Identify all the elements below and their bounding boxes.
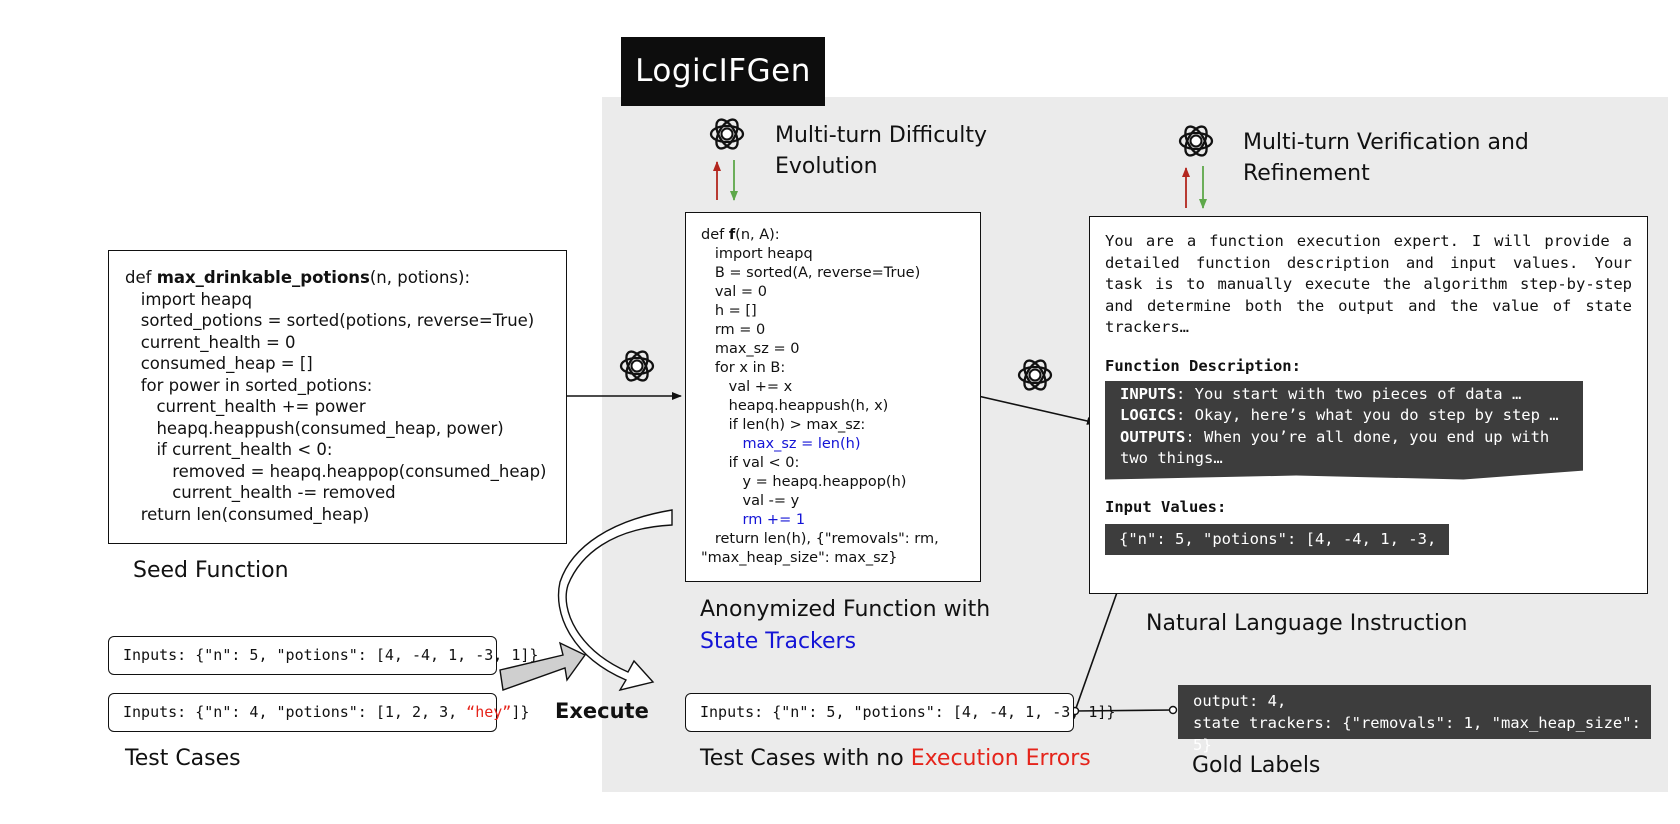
input-values-heading: Input Values: xyxy=(1105,497,1227,516)
test-case-2: Inputs: {"n": 4, "potions": [1, 2, 3, “h… xyxy=(108,693,529,732)
code-line: consumed_heap = [] xyxy=(125,354,313,373)
code-line: val -= y xyxy=(701,493,800,509)
code-line: import heapq xyxy=(701,246,813,262)
code-line: heapq.heappush(h, x) xyxy=(701,398,889,414)
code-line: for x in B: xyxy=(701,360,786,376)
code-line: removed = heapq.heappop(consumed_heap) xyxy=(125,461,547,481)
instruction-intro: You are a function execution expert. I w… xyxy=(1105,232,1632,336)
test-to-gold-line xyxy=(1074,709,1174,712)
execute-block-arrow xyxy=(499,641,587,691)
code-line: for power in sorted_potions: xyxy=(125,375,373,395)
function-description-heading: Function Description: xyxy=(1105,356,1301,375)
code-line: val = 0 xyxy=(701,284,767,300)
code-line: h = [] xyxy=(701,303,757,319)
code-line: val += x xyxy=(701,379,793,395)
input-values-block: {"n": 5, "potions": [4, -4, 1, -3, 1]} xyxy=(1105,523,1449,579)
execute-label: Execute xyxy=(555,699,649,723)
code-line: if val < 0: xyxy=(701,455,800,471)
invalid-input-highlight: “hey” xyxy=(466,703,512,721)
function-description-block: INPUTS: You start with two pieces of dat… xyxy=(1105,380,1583,480)
code-line: return len(h), {"removals": rm, xyxy=(701,531,939,547)
test-cases-caption: Test Cases xyxy=(125,746,241,771)
seed-function-box: def max_drinkable_potions(n, potions): i… xyxy=(108,250,567,544)
execute-curved-arrow xyxy=(557,509,673,692)
code-line: import heapq xyxy=(125,289,253,309)
code-line: current_health -= removed xyxy=(125,483,396,502)
logicifgen-title: LogicIFGen xyxy=(621,37,825,106)
code-line: current_health = 0 xyxy=(125,332,296,352)
openai-logo-icon xyxy=(619,346,655,386)
instruction-caption: Natural Language Instruction xyxy=(1146,611,1468,636)
gold-labels-block: output: 4,state trackers: {"removals": 1… xyxy=(1178,685,1651,754)
gold-labels-caption: Gold Labels xyxy=(1192,753,1321,778)
code-line: max_sz = len(h) xyxy=(701,436,861,452)
code-line: if len(h) > max_sz: xyxy=(701,417,866,433)
code-line: B = sorted(A, reverse=True) xyxy=(701,265,921,281)
code-line: def f(n, A): xyxy=(701,227,780,243)
anon-to-instruction-arrow xyxy=(977,395,1097,425)
code-line: max_sz = 0 xyxy=(701,341,800,357)
test-case-1: Inputs: {"n": 5, "potions": [4, -4, 1, -… xyxy=(108,636,538,675)
code-line: heapq.heappush(consumed_heap, power) xyxy=(125,418,504,438)
code-line: rm += 1 xyxy=(701,512,806,528)
code-line: def max_drinkable_potions(n, potions): xyxy=(125,268,471,287)
openai-logo-icon xyxy=(1017,355,1053,395)
seed-code: def max_drinkable_potions(n, potions): i… xyxy=(125,267,566,525)
openai-logo-icon xyxy=(709,114,745,154)
code-line: return len(consumed_heap) xyxy=(125,504,370,524)
code-line: y = heapq.heappop(h) xyxy=(701,474,907,490)
code-line: rm = 0 xyxy=(701,322,766,338)
code-line: sorted_potions = sorted(potions, reverse… xyxy=(125,311,535,330)
anonymized-code: def f(n, A): import heapq B = sorted(A, … xyxy=(701,226,980,568)
valid-tests-caption: Test Cases with no Execution Errors xyxy=(700,746,1091,771)
instruction-box: You are a function execution expert. I w… xyxy=(1089,216,1648,594)
anonymized-function-box: def f(n, A): import heapq B = sorted(A, … xyxy=(685,212,981,582)
openai-logo-icon xyxy=(1178,121,1214,161)
code-line: if current_health < 0: xyxy=(125,440,333,459)
code-line: "max_heap_size": max_sz} xyxy=(701,550,898,566)
code-line: current_health += power xyxy=(125,397,366,416)
valid-test-case: Inputs: {"n": 5, "potions": [4, -4, 1, -… xyxy=(685,693,1115,732)
seed-caption: Seed Function xyxy=(133,558,289,583)
